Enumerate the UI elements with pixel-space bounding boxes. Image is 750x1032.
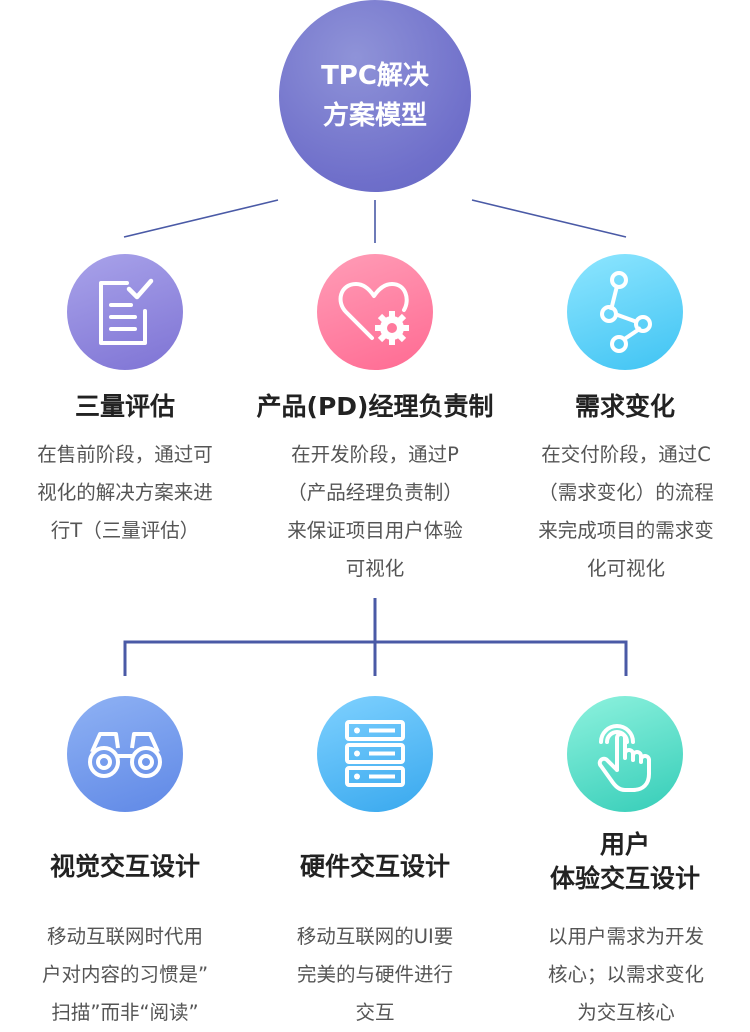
server-icon bbox=[345, 720, 405, 787]
node-three-evaluation-title: 三量评估 bbox=[74, 392, 175, 421]
node-pd-title: 产品(PD)经理负责制 bbox=[256, 392, 494, 421]
node-pd-circle bbox=[317, 254, 433, 370]
node-ux-design-circle bbox=[567, 696, 683, 812]
node-hardware-design-desc: 移动互联网的UI要 完美的与硬件进行 交互 bbox=[296, 925, 454, 1024]
connector-left bbox=[123, 199, 279, 238]
node-three-evaluation-circle bbox=[67, 254, 183, 370]
touch-hand-icon bbox=[597, 724, 651, 792]
checklist-icon bbox=[99, 278, 154, 345]
node-hardware-design-circle bbox=[317, 696, 433, 812]
node-visual-design-circle bbox=[67, 696, 183, 812]
connector-right bbox=[471, 199, 627, 238]
root-title-line2: 方案模型 bbox=[322, 101, 427, 131]
node-hardware-design-title: 硬件交互设计 bbox=[299, 852, 450, 881]
heart-gear-icon bbox=[338, 282, 409, 345]
root-node: TPC解决 方案模型 bbox=[279, 0, 471, 192]
node-ux-design-desc: 以用户需求为开发 核心；以需求变化 为交互核心 bbox=[547, 925, 704, 1024]
root-title-line1: TPC解决 bbox=[321, 61, 429, 91]
node-visual-design-title: 视觉交互设计 bbox=[49, 852, 200, 881]
node-ux-design-title: 用户 体验交互设计 bbox=[549, 830, 700, 893]
nodes-link-icon bbox=[600, 271, 652, 353]
binoculars-icon bbox=[88, 732, 162, 778]
node-pd-desc: 在开发阶段，通过P （产品经理负责制） 来保证项目用户体验 可视化 bbox=[287, 443, 463, 580]
node-three-evaluation-desc: 在售前阶段，通过可 视化的解决方案来进 行T（三量评估） bbox=[37, 443, 213, 542]
node-visual-design-desc: 移动互联网时代用 户对内容的习惯是” 扫描”而非“阅读” bbox=[41, 925, 209, 1024]
node-demand-change-title: 需求变化 bbox=[574, 392, 675, 421]
node-demand-change-circle bbox=[567, 254, 683, 370]
node-demand-change-desc: 在交付阶段，通过C （需求变化）的流程 来完成项目的需求变 化可视化 bbox=[538, 443, 714, 580]
